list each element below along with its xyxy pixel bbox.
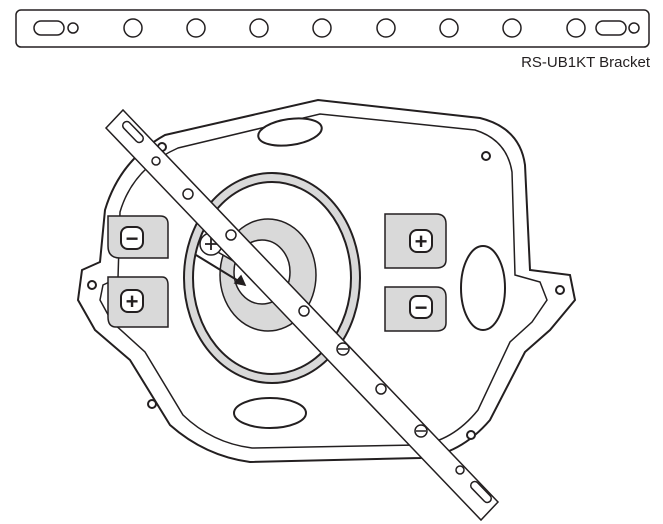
terminal-upper-left: − (107, 215, 169, 259)
bracket-top-view (15, 9, 650, 48)
terminal-symbol-plus: + (415, 229, 428, 254)
bracket-diagonal (104, 108, 500, 522)
terminal-upper-right: + (384, 213, 447, 269)
terminal-symbol-plus: + (126, 289, 139, 314)
terminal-lower-right: − (384, 286, 447, 332)
terminal-symbol-minus: − (126, 226, 139, 251)
terminal-lower-left: + (107, 276, 169, 328)
bracket-caption: RS-UB1KT Bracket (521, 54, 650, 71)
terminal-symbol-minus: − (415, 295, 428, 320)
